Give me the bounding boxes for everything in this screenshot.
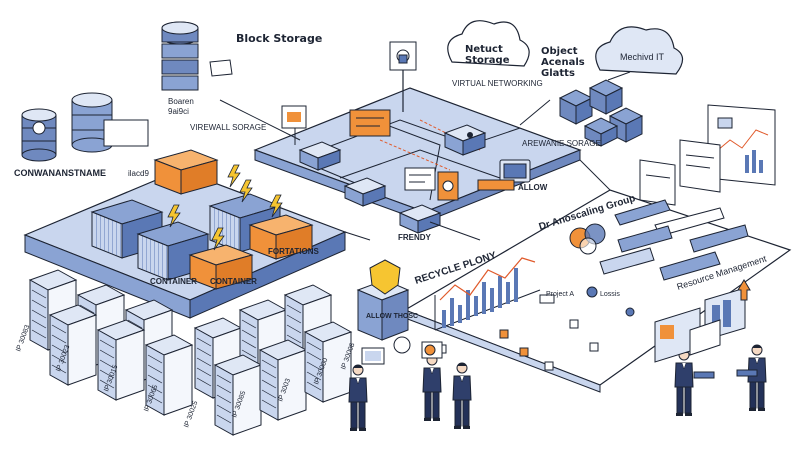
label-container-1: CONTAINER [150, 277, 197, 286]
padlock-icon [389, 41, 417, 112]
label-virtual-networking: VIRTUAL NETWORKING [452, 79, 543, 88]
label-lossis: Lossis [600, 291, 620, 298]
label-allow-thosc: ALLOW THOSC [366, 313, 418, 320]
label-conwananstname: CONWANANSTNAME [14, 168, 106, 178]
tag-icon [437, 171, 459, 201]
label-container-2: CONTAINER [210, 277, 257, 286]
network-devices [281, 41, 531, 234]
block-storage-stack [161, 21, 233, 91]
chart-icon [639, 104, 776, 206]
arrow-up-icon [737, 279, 751, 301]
label-lagr: ilacd9 [128, 169, 149, 178]
dashboard-board [403, 189, 792, 393]
monitor-icon [499, 159, 531, 183]
board-chart [434, 257, 541, 331]
ip-label: IP 30083 [15, 324, 31, 353]
database-icon [21, 108, 57, 162]
label-mechivd: Mechivd IT [620, 52, 665, 62]
label-virewall-sorage: VIREWALL SORAGE [190, 123, 266, 132]
label-object-1: Object [541, 46, 578, 57]
label-allow: ALLOW [518, 183, 548, 192]
label-arewanie-sorage: AREWANIE SORAGE [522, 139, 601, 148]
switch-icon [298, 141, 342, 171]
label-netuct-storage-2: Storage [465, 55, 510, 66]
storage-cubes [558, 71, 644, 147]
db-note [103, 119, 149, 147]
label-netuct-storage-1: Netuct [465, 44, 503, 55]
router-icon [443, 124, 487, 156]
sign-board [281, 105, 307, 145]
connection-lines [219, 99, 611, 241]
gateway-icon [398, 204, 442, 234]
shield-icon [356, 259, 410, 341]
label-object-3: Glatts [541, 68, 575, 79]
gear-icon [586, 286, 635, 317]
label-boaren: Boaren [168, 97, 194, 106]
label-formations: FORTATIONS [268, 247, 319, 256]
label-project-a: Project A [546, 291, 574, 298]
label-friendy: FRENDY [398, 233, 432, 242]
label-gamma: 9ai9ci [168, 107, 189, 116]
label-object-2: Acenals [541, 57, 585, 68]
board-panels [599, 199, 749, 281]
label-block-storage-1: Block Storage [236, 32, 322, 45]
firewall-icon [343, 177, 387, 207]
autoscaling-diagram [569, 223, 606, 255]
cloud-icon [447, 20, 684, 75]
laptop-icon [361, 336, 758, 379]
note-board [404, 167, 436, 191]
orange-banner [349, 109, 391, 137]
monitor-screens [654, 287, 746, 363]
